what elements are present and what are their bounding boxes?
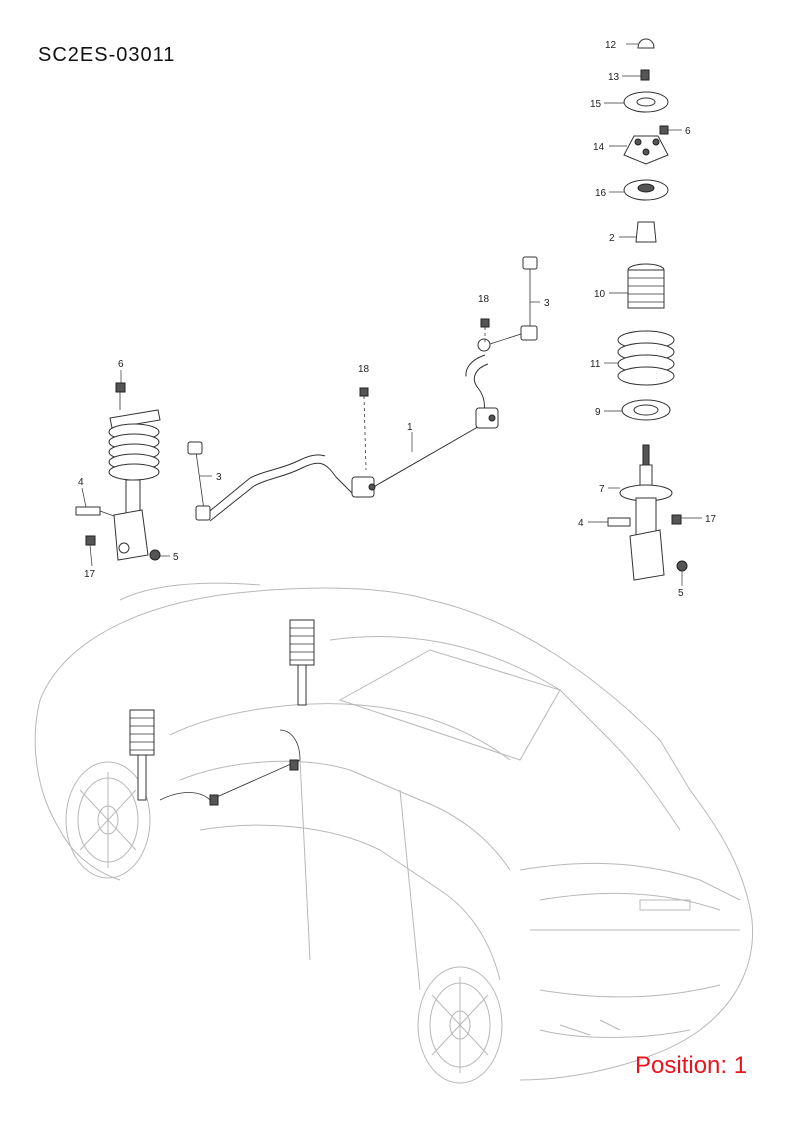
callout-17-right: 17 — [705, 514, 717, 525]
callout-1: 1 — [407, 422, 413, 433]
callout-2: 2 — [609, 233, 615, 244]
callout-11: 11 — [590, 359, 601, 370]
stabilizer-bar — [204, 354, 499, 522]
vehicle-outline — [34, 582, 754, 1084]
right-strut-exploded — [607, 38, 688, 581]
callout-leaders — [81, 43, 702, 586]
installed-suspension-on-vehicle — [129, 619, 315, 806]
callout-14: 14 — [593, 142, 605, 153]
callout-13: 13 — [608, 72, 620, 83]
callout-6-right: 6 — [685, 126, 691, 137]
callout-10: 10 — [594, 289, 606, 300]
callout-15: 15 — [590, 99, 602, 110]
bolt-18-right — [480, 318, 490, 345]
position-label: Position: 1 — [635, 1052, 748, 1079]
stabilizer-link-right — [477, 256, 538, 352]
bolt-18-mid — [359, 387, 369, 471]
callout-4-right: 4 — [578, 518, 584, 529]
callout-5-right: 5 — [678, 588, 684, 599]
callout-3-left: 3 — [216, 472, 222, 483]
stabilizer-link-left — [187, 441, 211, 521]
callout-5-left: 5 — [173, 552, 179, 563]
callout-9: 9 — [595, 407, 601, 418]
callout-18-right: 18 — [478, 294, 490, 305]
callout-12: 12 — [605, 40, 617, 51]
left-strut-assembly — [75, 382, 161, 561]
callout-3-right: 3 — [544, 298, 550, 309]
diagram-code: SC2ES-03011 — [38, 44, 176, 66]
callout-6-left: 6 — [118, 359, 124, 370]
callout-17-left: 17 — [84, 569, 96, 580]
callout-16: 16 — [595, 188, 607, 199]
callout-4-left: 4 — [78, 477, 84, 488]
callout-7: 7 — [599, 484, 605, 495]
callout-18-mid: 18 — [358, 364, 370, 375]
